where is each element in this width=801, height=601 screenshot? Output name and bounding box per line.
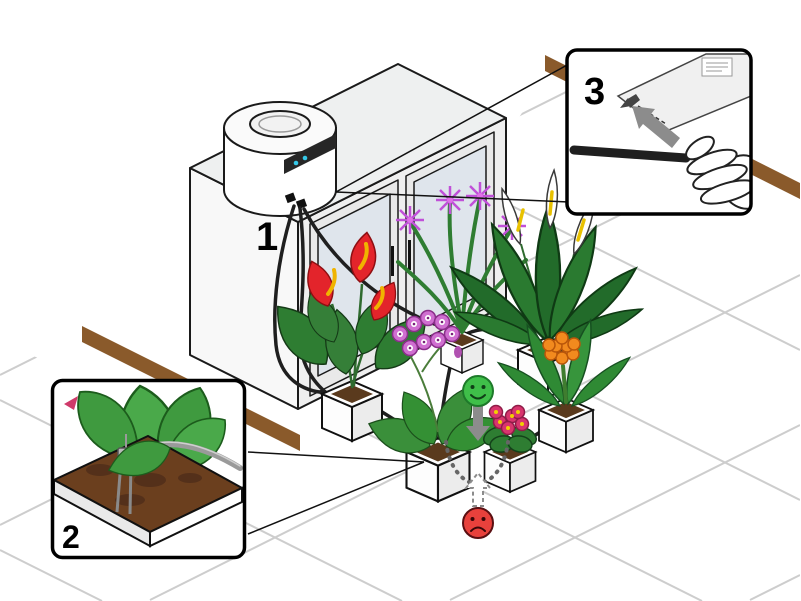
outlet-ports (284, 192, 308, 210)
down-arrow-icon (466, 404, 490, 441)
door-handle-left (391, 246, 394, 276)
clivia-flower-cluster (542, 331, 581, 365)
callout-3-label: 3 (584, 71, 605, 113)
connection-tube (569, 145, 691, 163)
orchid-flower (419, 309, 437, 327)
bromeliad-flower (394, 204, 426, 236)
inset-2-border (50, 378, 247, 560)
up-arrow-icon (463, 471, 493, 507)
orchid-flower (443, 325, 461, 343)
mode-button (302, 155, 308, 161)
callout-1-label: 1 (256, 215, 278, 259)
unit-panel-label (701, 57, 733, 77)
callout-line-2a (247, 451, 425, 463)
orchid-flower (401, 339, 419, 357)
lily-spathe (496, 169, 600, 257)
inset-2: 2 (50, 378, 247, 560)
anthurium-flower (300, 230, 404, 326)
inset-3: 3 (565, 48, 753, 216)
callout-2-label: 2 (62, 519, 80, 555)
callout-line-3a (335, 63, 570, 193)
orchid-flower (391, 325, 409, 343)
bromeliad-flower (464, 180, 496, 212)
plant-pot (321, 380, 383, 442)
plant-orchid (362, 309, 508, 503)
hand (685, 135, 750, 210)
plant-clivia (493, 317, 635, 454)
bromeliad-flower (434, 184, 466, 216)
callout-lines (247, 63, 570, 535)
orchid-flower (433, 313, 451, 331)
control-panel (284, 134, 336, 174)
plant-pot (538, 397, 594, 454)
orchid-flower (405, 315, 423, 333)
inset2-flower-bud (64, 396, 78, 410)
plant-anthurium (263, 230, 439, 442)
orchid-flower (429, 331, 447, 349)
door-handle-right (408, 240, 411, 270)
happy-face-icon (462, 375, 494, 407)
pot-left-wall (54, 478, 151, 548)
tube-connector-barb (620, 94, 640, 108)
plant-peace-lily (443, 169, 647, 398)
plant-african-violet (482, 404, 538, 493)
soil-clods (86, 464, 202, 506)
insert-arrow-icon (632, 106, 680, 148)
pump-lid (249, 110, 311, 138)
violet-leaves (482, 426, 538, 453)
violet-flower-cluster (488, 404, 530, 436)
sad-face-icon (462, 507, 494, 539)
orchid-bud (454, 346, 462, 358)
pump-unit (223, 101, 337, 217)
power-button (293, 160, 299, 166)
orchid-flower (415, 333, 433, 351)
callout-line-3b (335, 191, 570, 203)
feed-tube-left (273, 204, 342, 395)
callout-line-2b (247, 461, 425, 535)
inset-3-border (565, 48, 753, 216)
